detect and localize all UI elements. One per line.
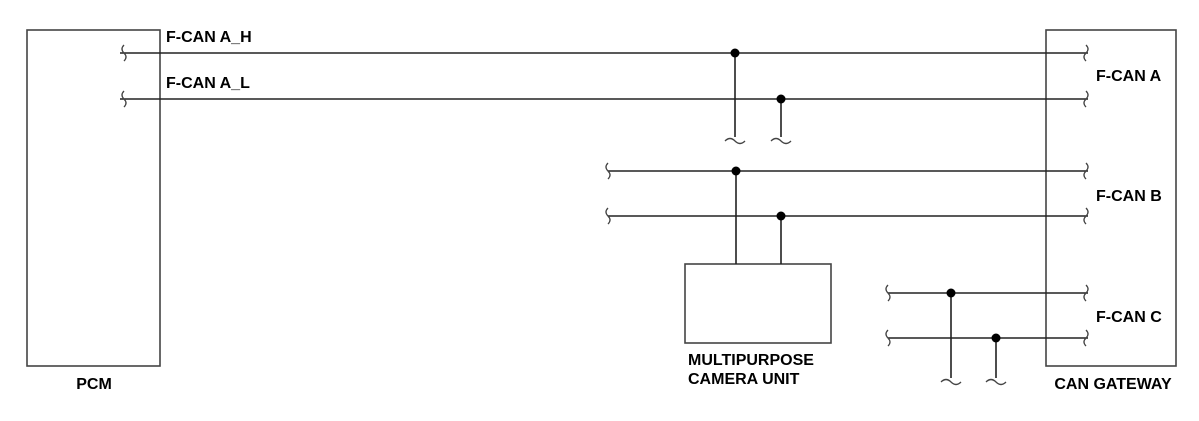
wire-break-icon — [1083, 90, 1089, 108]
camera-unit-box — [684, 263, 832, 344]
camera-unit-label-line2: CAMERA UNIT — [688, 371, 800, 388]
pcm-box — [26, 29, 161, 367]
fcan-a-l-junction — [776, 94, 786, 104]
wire-break-icon — [1083, 207, 1089, 225]
fcan-a-l-label: F-CAN A_L — [166, 75, 250, 92]
wire-break-icon — [1083, 284, 1089, 302]
fcan-a-label: F-CAN A — [1096, 68, 1162, 85]
can-gateway-box — [1045, 29, 1177, 367]
pcm-label: PCM — [76, 376, 112, 393]
wire-break-icon — [605, 162, 611, 180]
fcan-c-l-junction — [991, 333, 1001, 343]
wire-break-icon — [121, 44, 127, 62]
fcan-c-h-junction — [946, 288, 956, 298]
wire-break-icon — [1083, 329, 1089, 347]
camera-unit-label-line1: MULTIPURPOSE — [688, 352, 814, 369]
wire-break-icon — [1083, 44, 1089, 62]
wire-break-icon — [1083, 162, 1089, 180]
fcan-a-h-label: F-CAN A_H — [166, 29, 252, 46]
fcan-b-label: F-CAN B — [1096, 188, 1162, 205]
fcan-c-label: F-CAN C — [1096, 309, 1162, 326]
fcan-b-h-junction — [731, 166, 741, 176]
wire-break-icon — [121, 90, 127, 108]
fcan-b-l-junction — [776, 211, 786, 221]
wire-break-icon — [724, 137, 746, 145]
wire-break-icon — [940, 378, 962, 386]
wire-break-icon — [605, 207, 611, 225]
wire-break-icon — [985, 378, 1007, 386]
wire-break-icon — [885, 329, 891, 347]
wire-break-icon — [770, 137, 792, 145]
fcan-a-h-junction — [730, 48, 740, 58]
can-gateway-label: CAN GATEWAY — [1054, 376, 1172, 393]
wire-break-icon — [885, 284, 891, 302]
